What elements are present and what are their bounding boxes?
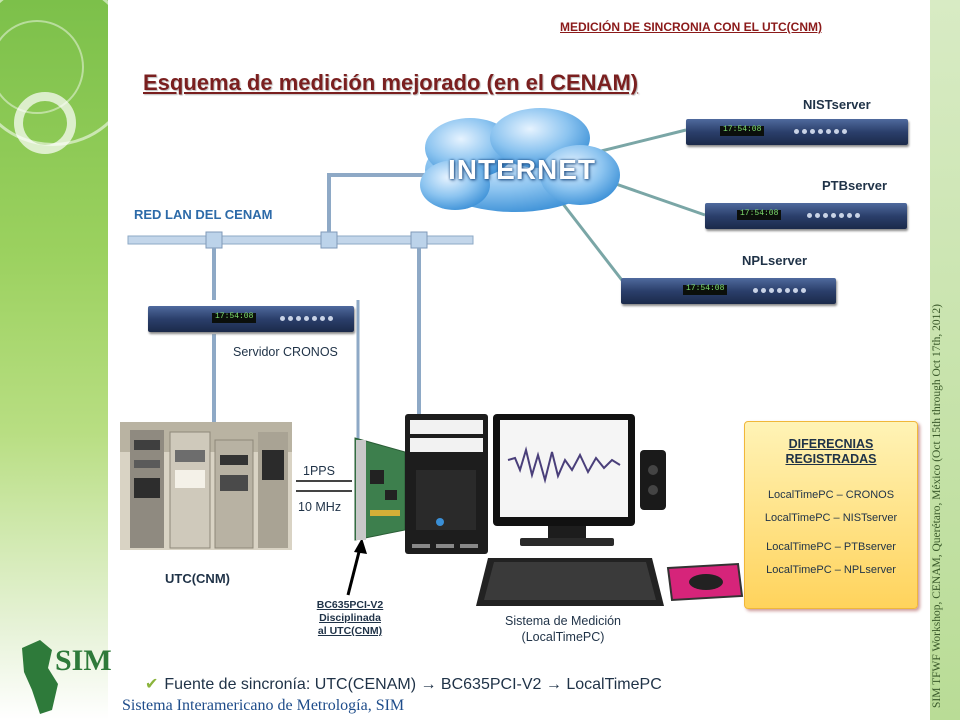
- server-npl: 17:54:08: [621, 278, 836, 304]
- server-time: 17:54:08: [740, 209, 779, 218]
- workshop-side-text: SIM TFWF Workshop, CENAM, Querétaro, Méx…: [931, 304, 943, 708]
- lan-label: RED LAN DEL CENAM: [134, 207, 273, 222]
- lan-bus: [127, 235, 474, 245]
- utc-lab-photo: [120, 422, 292, 550]
- server-nist: 17:54:08: [686, 119, 908, 145]
- differences-title-line: DIFERECNIAS: [788, 437, 874, 451]
- sim-logo-text: SIM: [55, 644, 112, 677]
- speaker: [640, 450, 666, 510]
- differences-title-line: REGISTRADAS: [785, 452, 877, 466]
- utc-label: UTC(CNM): [165, 571, 230, 586]
- difference-item: LocalTimePC – NPLserver: [766, 564, 896, 576]
- server-time: 17:54:08: [723, 125, 762, 134]
- internet-cloud: [420, 108, 620, 212]
- right-green-strip: [930, 0, 960, 720]
- differences-box: DIFERECNIAS REGISTRADAS LocalTimePC – CR…: [744, 421, 918, 609]
- measurement-line: (LocalTimePC): [521, 630, 605, 644]
- decorative-ring: [0, 0, 136, 146]
- difference-item: LocalTimePC – NISTserver: [764, 512, 898, 524]
- mousepad: [666, 562, 744, 602]
- sync-source-bullet: ✔ Fuente de sincronía: UTC(CENAM) → BC635…: [145, 674, 662, 694]
- card-arrow-head: [354, 538, 367, 554]
- check-icon: ✔: [145, 676, 159, 693]
- server-npl-label: NPLserver: [742, 253, 808, 268]
- measurement-line: Sistema de Medición: [504, 614, 622, 628]
- lan-connector: [320, 231, 338, 249]
- card-label-line: al UTC(CNM): [317, 625, 383, 637]
- difference-item: LocalTimePC – PTBserver: [766, 541, 896, 553]
- slide-title: Esquema de medición mejorado (en el CENA…: [143, 70, 639, 95]
- card-label: BC635PCI-V2 Disciplinada al UTC(CNM): [300, 599, 400, 638]
- server-ptb: 17:54:08: [705, 203, 907, 229]
- internet-label: INTERNET: [448, 154, 596, 185]
- server-time: 17:54:08: [215, 312, 254, 321]
- pc-tower: [405, 414, 488, 554]
- server-cronos: 17:54:08: [148, 306, 354, 332]
- sim-logo: [22, 640, 58, 714]
- differences-title: DIFERECNIAS REGISTRADAS: [745, 437, 917, 467]
- slide-header: MEDICIÓN DE SINCRONIA CON EL UTC(CNM): [560, 20, 822, 34]
- server-ptb-label: PTBserver: [822, 178, 888, 193]
- keyboard: [476, 558, 664, 606]
- lan-internet-cable: [327, 173, 440, 232]
- bullet-text: Fuente de sincronía: UTC(CENAM) → BC635P…: [164, 676, 662, 693]
- decorative-ring: [0, 20, 84, 114]
- signal-10mhz-line: [296, 490, 352, 492]
- measurement-system-label: Sistema de Medición (LocalTimePC): [488, 613, 638, 645]
- lan-connector: [205, 231, 223, 249]
- card-label-line: Disciplinada: [319, 612, 381, 624]
- footer-text: Sistema Interamericano de Metrología, SI…: [122, 697, 405, 714]
- monitor: [493, 414, 635, 546]
- card-arrow: [346, 547, 362, 596]
- bc635-card: [354, 437, 406, 541]
- difference-item: LocalTimePC – CRONOS: [767, 489, 895, 501]
- card-label-line: BC635PCI-V2: [316, 599, 384, 611]
- server-time: 17:54:08: [686, 284, 725, 293]
- network-diagram: [22, 108, 744, 714]
- cable-npl: [558, 199, 630, 289]
- server-nist-label: NISTserver: [803, 97, 871, 112]
- signal-10mhz: 10 MHz: [298, 500, 342, 514]
- server-cronos-label: Servidor CRONOS: [233, 345, 338, 359]
- signal-1pps: 1PPS: [303, 464, 335, 478]
- monitor-trace: [507, 446, 621, 484]
- lan-connector: [410, 231, 428, 249]
- signal-1pps-line: [296, 480, 352, 482]
